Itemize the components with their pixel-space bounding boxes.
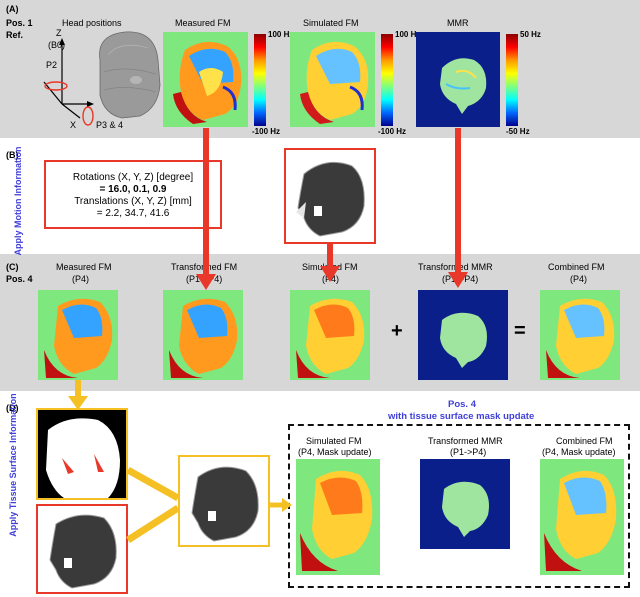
- c-measured-fm-map: [38, 290, 118, 380]
- a-mmr-colorbar: [506, 34, 518, 126]
- c-combined-sub: (P4): [570, 274, 588, 284]
- fm-head-icon: [546, 298, 615, 378]
- fm-head-icon: [44, 298, 113, 378]
- a-measured-cb-min: -100 Hz: [252, 127, 281, 136]
- head-mask-icon: [191, 466, 259, 542]
- arrow-icon: [62, 458, 74, 474]
- a-simulated-cb-max: 100 Hz: [395, 30, 421, 39]
- d-title-line1: Pos. 4: [448, 399, 476, 410]
- plus-sign: +: [391, 320, 403, 342]
- c-measured-sub: (P4): [72, 274, 90, 284]
- a-simulated-colorbar: [381, 34, 393, 126]
- c-tmmr-map: [418, 290, 508, 380]
- head-mask-icon: [296, 161, 365, 237]
- head-mask-box: [36, 504, 128, 594]
- panel-c-pos: Pos. 4: [6, 274, 33, 284]
- d-combined-title: Combined FM: [556, 436, 613, 446]
- mask-p4-box: [284, 148, 376, 244]
- fm-head-icon: [300, 470, 373, 571]
- p34-label: P3 & 4: [96, 120, 124, 130]
- equals-sign: =: [514, 320, 526, 342]
- arrow-c-to-d: [68, 380, 88, 410]
- d-tmmr-title: Transformed MMR: [428, 436, 503, 446]
- d-tmmr-sub: (P1->P4): [450, 447, 487, 457]
- head-mesh-image: [99, 31, 161, 119]
- a-simulated-title: Simulated FM: [303, 18, 359, 28]
- rotation-value: = 16.0, 0.1, 0.9: [99, 184, 167, 195]
- panel-c-letter: (C): [6, 262, 19, 272]
- arrow-b-mask-to-c-simulated: [320, 244, 340, 282]
- a-mmr-map: [416, 32, 500, 127]
- translation-value: = 2.2, 34.7, 41.6: [96, 208, 170, 219]
- a-mmr-cb-min: -50 Hz: [506, 127, 530, 136]
- brain-icon: [440, 312, 487, 368]
- a-simulated-cb-min: -100 Hz: [378, 127, 407, 136]
- face-mask-icon: [46, 418, 120, 498]
- a-measured-cb-max: 100 Hz: [268, 30, 294, 39]
- a-measured-title: Measured FM: [175, 18, 231, 28]
- arrow-a-mmr-to-c-tmmr: [448, 128, 468, 288]
- arrow-merge-to-d-frame: [270, 498, 292, 512]
- rotation-p2-icon: [44, 81, 68, 91]
- rotation-p34-icon: [82, 106, 94, 126]
- translation-line: Translations (X, Y, Z) [mm]: [74, 196, 192, 207]
- panel-a-ref: Ref.: [6, 30, 24, 40]
- a-simulated-fm-map: [290, 32, 375, 127]
- d-title-line2: with tissue surface mask update: [388, 411, 535, 422]
- arrow-head-to-merge: [126, 505, 180, 543]
- a-mmr-title: MMR: [447, 18, 469, 28]
- rotation-line: Rotations (X, Y, Z) [degree]: [72, 172, 194, 183]
- c-transformed-fm-map: [163, 290, 243, 380]
- c-measured-title: Measured FM: [56, 262, 112, 272]
- axis-x-label: X: [70, 120, 77, 130]
- fm-head-icon: [173, 41, 242, 124]
- d-combined-fm-map: [540, 459, 624, 575]
- motion-info-box: Rotations (X, Y, Z) [degree] = 16.0, 0.1…: [44, 160, 222, 229]
- d-tmmr-map: [420, 459, 510, 549]
- panel-a-pos: Pos. 1: [6, 18, 33, 28]
- arrow-icon: [94, 454, 104, 472]
- panel-b-letter: (B): [6, 150, 19, 160]
- brain-icon: [442, 481, 489, 537]
- face-mask-box: [36, 408, 128, 500]
- panel-d-letter: (D): [6, 403, 19, 413]
- fm-head-icon: [300, 41, 369, 124]
- fm-head-icon: [169, 298, 238, 378]
- arrow-face-to-merge: [126, 466, 180, 502]
- axis-glyph: [43, 38, 94, 126]
- panel-a-letter: (A): [6, 4, 19, 14]
- updated-mask-box: [178, 455, 270, 547]
- a-measured-colorbar: [254, 34, 266, 126]
- d-simulated-title: Simulated FM: [306, 436, 362, 446]
- c-combined-fm-map: [540, 290, 620, 380]
- d-simulated-sub: (P4, Mask update): [298, 447, 372, 457]
- p2-label: P2: [46, 60, 58, 70]
- a-mmr-cb-max: 50 Hz: [520, 30, 541, 39]
- d-combined-sub: (P4, Mask update): [542, 447, 616, 457]
- c-combined-title: Combined FM: [548, 262, 605, 272]
- head-positions-label: Head positions: [62, 18, 122, 28]
- axis-b0-label: (B0): [48, 40, 66, 50]
- d-simulated-fm-map: [296, 459, 380, 575]
- brain-icon: [440, 58, 487, 114]
- fm-head-icon: [544, 470, 617, 571]
- c-simulated-fm-map: [290, 290, 370, 380]
- fm-head-icon: [296, 298, 365, 378]
- axis-z-label: Z: [56, 28, 62, 38]
- head-mask-icon: [49, 514, 117, 589]
- arrow-a-to-c-transformed: [196, 128, 216, 290]
- a-measured-fm-map: [163, 32, 248, 127]
